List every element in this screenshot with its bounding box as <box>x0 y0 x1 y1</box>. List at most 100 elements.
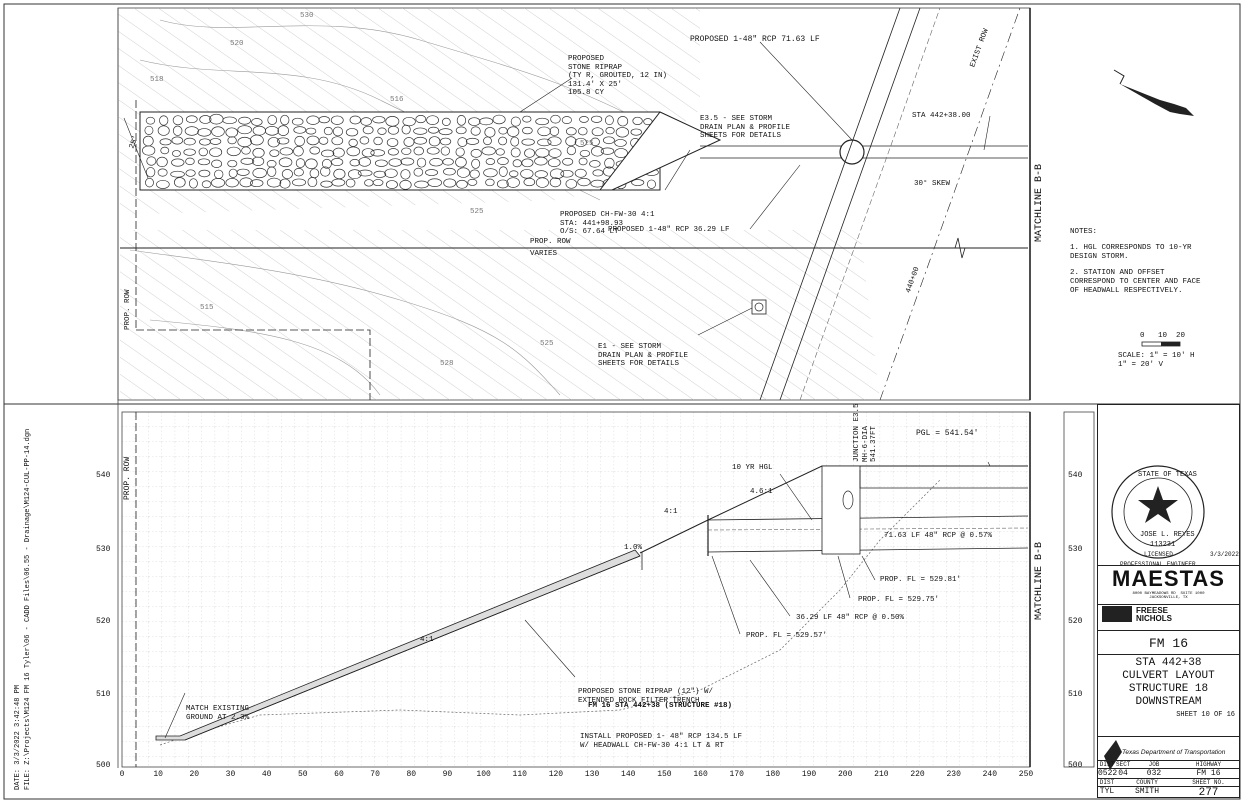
riprap-stone <box>358 157 371 167</box>
riprap-stone <box>294 135 305 147</box>
riprap-stone <box>549 126 560 137</box>
fl-52981-label: PROP. FL = 529.81' <box>880 576 962 584</box>
riprap-stone <box>442 158 454 166</box>
riprap-stone <box>470 126 481 136</box>
riprap-stone <box>225 178 239 188</box>
contour-label: 525 <box>470 208 484 216</box>
sheet-title: STA 442+38 CULVERT LAYOUT STRUCTURE 18 D… <box>1098 657 1239 737</box>
riprap-stone <box>183 148 196 156</box>
date-stamp: DATE: 3/3/2022 3:42:48 PM <box>14 684 22 790</box>
riprap-stone <box>631 179 645 186</box>
rcp-bottom-label: PROPOSED 1-48" RCP 36.29 LF <box>608 226 730 234</box>
riprap-stone <box>305 158 318 170</box>
riprap-stone <box>345 128 359 137</box>
riprap-stone <box>293 167 304 177</box>
profile-riprap-label: PROPOSED STONE RIPRAP (12") W/EXTENDED R… <box>578 688 714 705</box>
engineer-seal <box>1111 465 1205 559</box>
riprap-stone <box>615 127 630 138</box>
hgl-label: 10 YR HGL <box>732 464 773 472</box>
riprap-stone <box>547 136 562 146</box>
riprap-stone <box>281 169 293 179</box>
riprap-stone <box>156 156 168 168</box>
riprap-stone <box>561 116 572 125</box>
riprap-stone <box>604 157 615 169</box>
riprap-stone <box>535 117 550 126</box>
riprap-stone <box>498 166 508 177</box>
riprap-stone <box>267 137 280 148</box>
riprap-stone <box>145 167 156 178</box>
riprap-stone <box>280 114 290 126</box>
riprap-stone <box>349 159 361 167</box>
riprap-stone <box>373 170 387 178</box>
riprap-stone <box>510 147 521 158</box>
x-tick-label: 100 <box>476 770 491 779</box>
riprap-stone <box>332 126 343 137</box>
riprap-stone <box>632 116 643 125</box>
riprap-stone <box>145 116 156 125</box>
x-tick-label: 180 <box>765 770 781 779</box>
riprap-stone <box>320 166 331 177</box>
riprap-stone <box>198 147 208 157</box>
y-tick-right: 530 <box>1068 545 1083 554</box>
riprap-stone <box>509 170 519 178</box>
riprap-stone <box>295 158 306 168</box>
seal-name: JOSE L. REYES <box>1140 531 1195 539</box>
riprap-stone <box>345 178 356 188</box>
riprap-stone <box>521 138 535 146</box>
contour-label: 525 <box>540 340 554 348</box>
riprap-stone <box>372 179 384 187</box>
varies-label: VARIES <box>530 250 558 258</box>
riprap-stone <box>387 125 399 135</box>
riprap-stone <box>455 147 465 157</box>
txdot-name: Texas Department of Transportation <box>1122 749 1226 756</box>
scale-tick-0: 0 <box>1140 332 1145 340</box>
riprap-stone <box>277 125 290 136</box>
y-tick-left: 510 <box>96 690 111 699</box>
riprap-stone <box>456 114 467 126</box>
riprap-stone <box>456 167 470 178</box>
riprap-stone <box>145 177 154 188</box>
riprap-stone <box>331 158 344 167</box>
riprap-stone <box>605 127 615 135</box>
riprap-stone <box>521 158 534 168</box>
sta-44238-label: STA 442+38.00 <box>912 112 971 120</box>
riprap-stone <box>237 125 252 135</box>
riprap-stone <box>159 138 172 146</box>
riprap-stone <box>495 148 505 156</box>
riprap-stone <box>522 115 532 123</box>
riprap-stone <box>172 115 184 126</box>
riprap-stone <box>236 168 250 176</box>
riprap-stone <box>467 178 478 186</box>
x-tick-label: 30 <box>225 770 236 779</box>
riprap-stone <box>142 145 156 156</box>
y-tick-left: 500 <box>96 761 111 770</box>
fm-label: FM 16 <box>1098 633 1239 655</box>
riprap-stone <box>172 150 181 157</box>
riprap-stone <box>144 125 154 135</box>
y-tick-right: 500 <box>1068 761 1083 770</box>
riprap-stone <box>374 159 388 167</box>
x-tick-label: 210 <box>874 770 889 779</box>
riprap-stone <box>590 179 605 188</box>
riprap-stone <box>441 117 451 126</box>
riprap-stone <box>347 169 362 180</box>
riprap-stone <box>291 178 307 187</box>
x-tick-label: 140 <box>621 770 636 779</box>
riprap-stone <box>469 169 480 179</box>
riprap-stone <box>589 160 601 168</box>
riprap-stone <box>201 180 212 189</box>
riprap-stone <box>185 169 196 177</box>
riprap-stone <box>471 158 481 169</box>
riprap-stone <box>306 115 320 125</box>
riprap-stone <box>400 157 415 166</box>
riprap-stone <box>385 180 398 189</box>
riprap-stone <box>384 168 398 178</box>
riprap-stone <box>443 167 456 176</box>
riprap-stone <box>172 125 183 136</box>
riprap-stone <box>647 179 656 189</box>
riprap-stone <box>227 136 237 145</box>
